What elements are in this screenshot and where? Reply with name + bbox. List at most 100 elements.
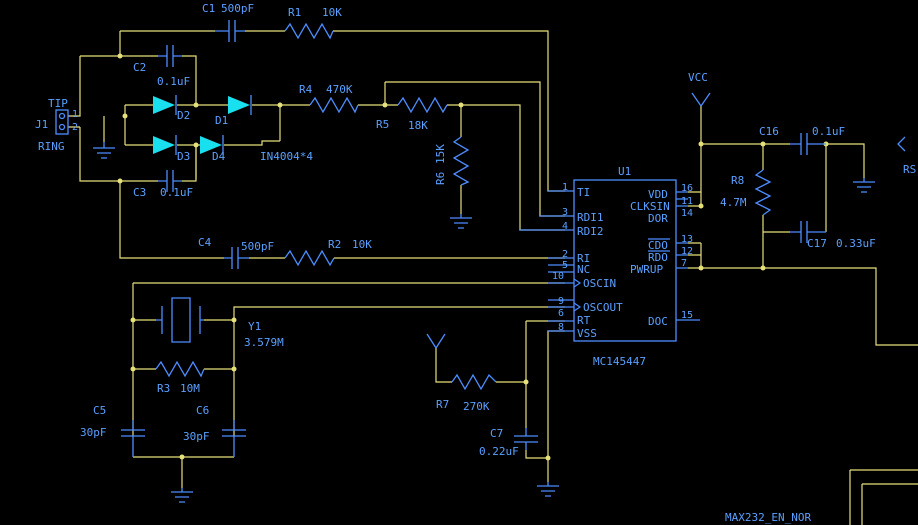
u1-pin-num: 6 — [558, 308, 564, 319]
j1-pin2: 2 — [72, 122, 78, 133]
diode-d1[interactable] — [228, 95, 252, 115]
u1-ref: U1 — [618, 165, 631, 178]
d2-ref: D2 — [177, 109, 190, 122]
u1-pin-name: RT — [577, 314, 591, 327]
capacitor-c17[interactable] — [790, 221, 826, 243]
d1-ref: D1 — [215, 114, 228, 127]
r1-value: 10K — [322, 6, 342, 19]
r4-value: 470K — [326, 83, 353, 96]
c6-value: 30pF — [183, 430, 210, 443]
u1-pin-num: 13 — [681, 234, 693, 245]
vcc-arrow-icon — [426, 333, 446, 349]
u1-right-pins — [676, 191, 700, 321]
ground-symbol — [93, 142, 115, 159]
r4-ref: R4 — [299, 83, 313, 96]
resistor-r1[interactable] — [284, 22, 334, 40]
capacitor-c3[interactable] — [158, 170, 182, 192]
ground-symbol — [853, 178, 875, 193]
u1-pin-num: 15 — [681, 310, 693, 321]
diode-d4[interactable] — [200, 135, 224, 155]
r2-value: 10K — [352, 238, 372, 251]
capacitor-c16[interactable] — [790, 133, 826, 155]
r3-value: 10M — [180, 382, 200, 395]
y1-ref: Y1 — [248, 320, 261, 333]
r6-ref: R6 — [434, 172, 447, 185]
resistor-r3[interactable] — [155, 360, 205, 378]
crystal-y1[interactable] — [156, 297, 204, 343]
resistor-r7[interactable] — [451, 373, 497, 391]
capacitor-c7[interactable] — [514, 428, 538, 450]
u1-pin-num: 9 — [558, 296, 564, 307]
ground-symbol — [171, 488, 193, 503]
r7-value: 270K — [463, 400, 490, 413]
r8-value: 4.7M — [720, 196, 747, 209]
c3-value: 0.1uF — [160, 186, 193, 199]
diode-type-label: IN4004*4 — [260, 150, 313, 163]
u1-pin-name: DOC — [648, 315, 668, 328]
u1-pin-name: CDO — [648, 239, 668, 252]
d3-ref: D3 — [177, 150, 190, 163]
u1-pin-num: 10 — [552, 271, 564, 282]
u1-pin-num: 7 — [681, 258, 687, 269]
j1-ring-label: RING — [38, 140, 65, 153]
capacitor-c5[interactable] — [121, 420, 145, 457]
capacitor-c6[interactable] — [222, 420, 246, 457]
u1-pin-name: CLKSIN — [630, 200, 670, 213]
capacitor-c2[interactable] — [158, 45, 182, 67]
c17-value: 0.33uF — [836, 237, 876, 250]
u1-pin-name: OSCIN — [583, 277, 616, 290]
u1-part: MC145447 — [593, 355, 646, 368]
resistor-r4[interactable] — [309, 96, 359, 114]
j1-ref: J1 — [35, 118, 48, 131]
diode-d2[interactable] — [153, 95, 177, 115]
resistor-r5[interactable] — [397, 96, 448, 114]
u1-pin-num: 14 — [681, 208, 693, 219]
u1-pin-name: RDO — [648, 251, 668, 264]
c7-value: 0.22uF — [479, 445, 519, 458]
u1-pin-name: NC — [577, 263, 590, 276]
u1-pin-name: TI — [577, 186, 590, 199]
c16-ref: C16 — [759, 125, 779, 138]
r5-value: 18K — [408, 119, 428, 132]
u1-pin-num: 3 — [562, 207, 568, 218]
off-page-connector-icon — [897, 136, 906, 152]
u1-pin-name: RI — [577, 252, 590, 265]
r6-value: 15K — [434, 144, 447, 164]
c6-ref: C6 — [196, 404, 209, 417]
c2-ref: C2 — [133, 61, 146, 74]
overline-marks — [648, 238, 670, 252]
u1-pin-num: 12 — [681, 246, 693, 257]
resistor-r6[interactable] — [452, 136, 470, 186]
u1-pin-num: 11 — [681, 196, 693, 207]
vcc-arrow-icon — [691, 92, 711, 107]
resistor-r2[interactable] — [284, 249, 335, 267]
diode-d3[interactable] — [153, 135, 177, 155]
capacitor-c1[interactable] — [215, 20, 245, 42]
c4-ref: C4 — [198, 236, 212, 249]
c2-value: 0.1uF — [157, 75, 190, 88]
net-label-rs: RS — [903, 163, 916, 176]
ground-symbol — [450, 214, 472, 229]
y1-value: 3.579M — [244, 336, 284, 349]
c5-ref: C5 — [93, 404, 106, 417]
u1-left-pins — [520, 190, 582, 332]
u1-pin-name: PWRUP — [630, 263, 663, 276]
u1-pin-num: 4 — [562, 221, 568, 232]
u1-pin-name: DOR — [648, 212, 668, 225]
c5-value: 30pF — [80, 426, 107, 439]
u1-pin-name: RDI1 — [577, 211, 604, 224]
c7-ref: C7 — [490, 427, 503, 440]
r8-ref: R8 — [731, 174, 744, 187]
c16-value: 0.1uF — [812, 125, 845, 138]
sheet-label: MAX232_EN_NOR — [725, 511, 811, 524]
connector-j1[interactable] — [55, 109, 69, 135]
u1-pin-name: OSCOUT — [583, 301, 623, 314]
r2-ref: R2 — [328, 238, 341, 251]
capacitor-c4[interactable] — [224, 247, 249, 269]
r1-ref: R1 — [288, 6, 301, 19]
junction-dots — [117, 53, 829, 461]
ic-u1-body[interactable] — [573, 179, 677, 342]
u1-pin-num: 1 — [562, 182, 568, 193]
resistor-r8[interactable] — [754, 169, 772, 216]
